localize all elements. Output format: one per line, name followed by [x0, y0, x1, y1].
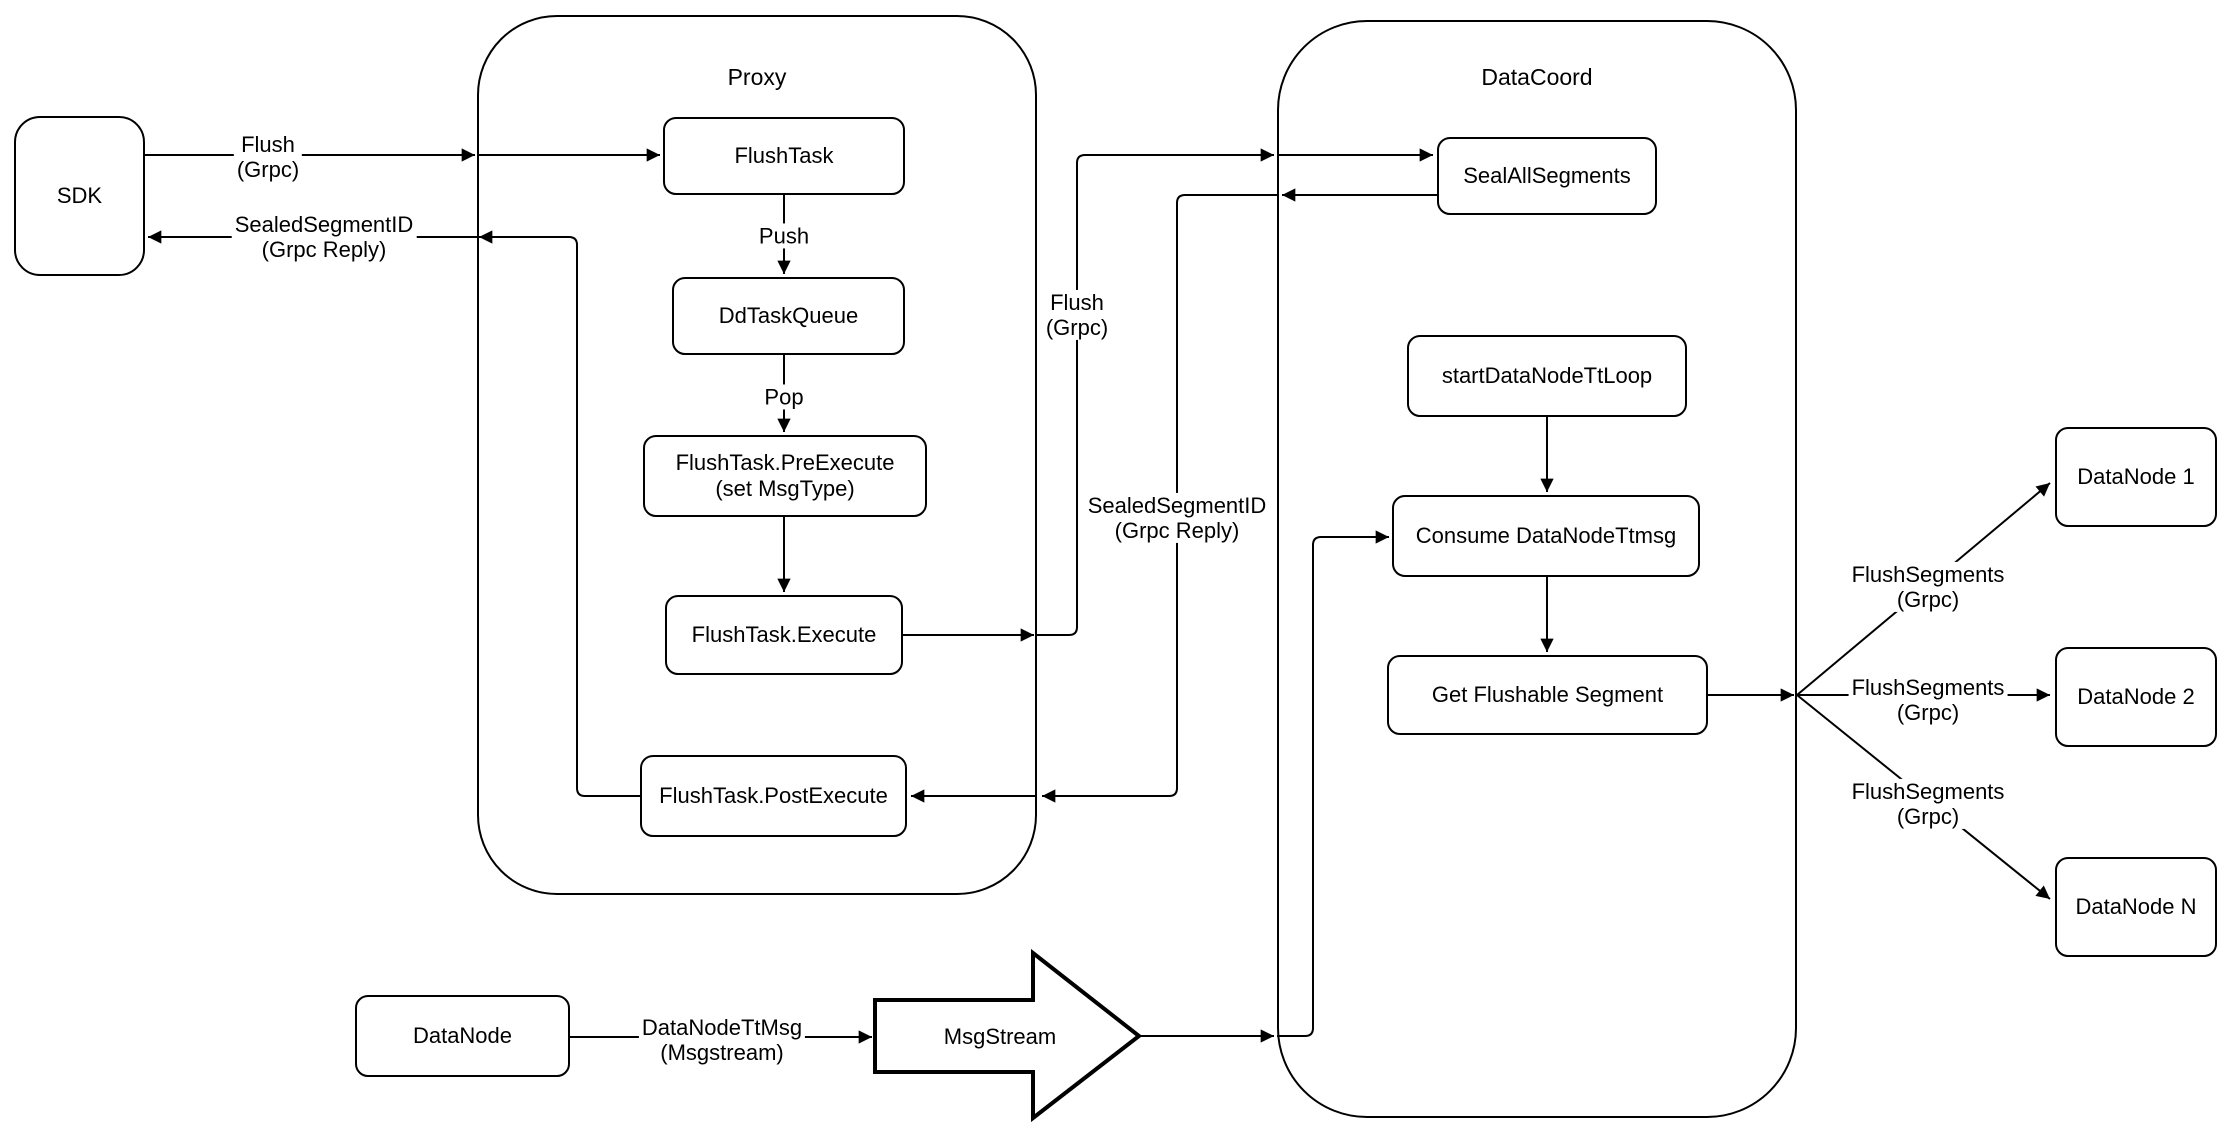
proxy-container-title: Proxy — [727, 64, 787, 90]
node-dd-task-queue: DdTaskQueue — [672, 277, 905, 355]
node-get-flushable-segment: Get Flushable Segment — [1387, 655, 1708, 735]
node-data-node-label: DataNode — [412, 1023, 513, 1049]
edge-label-data-node-tt-msg-line2: (Msgstream) — [660, 1040, 784, 1065]
node-consume-data-node-ttmsg: Consume DataNodeTtmsg — [1392, 495, 1700, 577]
node-execute-label: FlushTask.Execute — [691, 622, 877, 648]
node-get-flushable-segment-label: Get Flushable Segment — [1431, 682, 1664, 708]
edge-label-flush-sdk-line2: (Grpc) — [236, 157, 300, 182]
node-execute: FlushTask.Execute — [665, 595, 903, 675]
edge-label-flush-datacoord-line1: Flush — [1050, 289, 1104, 315]
edge-label-flush-segments-3: FlushSegments (Grpc) — [1848, 778, 2008, 830]
edge-label-flush-datacoord-line2: (Grpc) — [1045, 315, 1109, 340]
node-consume-data-node-ttmsg-label: Consume DataNodeTtmsg — [1415, 523, 1677, 549]
edge-label-flush-segments-2-line2: (Grpc) — [1896, 700, 1960, 725]
edge-label-sealed-segment-datacoord-line2: (Grpc Reply) — [1114, 518, 1240, 543]
edge-label-flush-segments-1-line1: FlushSegments — [1851, 561, 2005, 587]
node-sdk: SDK — [14, 116, 145, 276]
edge-label-push-line1: Push — [758, 223, 810, 249]
datacoord-container-title: DataCoord — [1481, 64, 1593, 90]
node-pre-execute: FlushTask.PreExecute (set MsgType) — [643, 435, 927, 517]
node-post-execute: FlushTask.PostExecute — [640, 755, 907, 837]
edge-label-flush-segments-2: FlushSegments (Grpc) — [1848, 674, 2008, 726]
msgstream-arrow-shape — [873, 948, 1143, 1123]
node-flush-task-label: FlushTask — [734, 143, 834, 169]
node-post-execute-label: FlushTask.PostExecute — [659, 783, 888, 809]
edge-label-flush-segments-3-line1: FlushSegments — [1851, 778, 2005, 804]
edge-label-flush-sdk-line1: Flush — [241, 131, 295, 157]
edge-label-sealed-segment-sdk-line2: (Grpc Reply) — [261, 237, 387, 262]
datacoord-container — [1277, 20, 1797, 1118]
node-data-node-2-label: DataNode 2 — [2077, 684, 2195, 710]
node-sdk-label: SDK — [56, 183, 103, 209]
edge-label-pop-line1: Pop — [764, 384, 804, 410]
proxy-container — [477, 15, 1037, 895]
edge-label-sealed-segment-sdk: SealedSegmentID (Grpc Reply) — [231, 211, 417, 263]
edge-label-flush-segments-3-line2: (Grpc) — [1896, 804, 1960, 829]
edge-msgstream-to-consume — [1277, 530, 1389, 1037]
edge-label-flush-segments-1-line2: (Grpc) — [1896, 587, 1960, 612]
node-start-data-node-tt-loop: startDataNodeTtLoop — [1407, 335, 1687, 417]
node-seal-all-segments: SealAllSegments — [1437, 137, 1657, 215]
edge-label-data-node-tt-msg: DataNodeTtMsg (Msgstream) — [638, 1014, 806, 1066]
edge-label-flush-segments-1: FlushSegments (Grpc) — [1848, 561, 2008, 613]
node-start-data-node-tt-loop-label: startDataNodeTtLoop — [1441, 363, 1653, 389]
edge-flush-proxy-to-datacoord — [1037, 148, 1274, 636]
node-dd-task-queue-label: DdTaskQueue — [718, 303, 859, 329]
edge-label-sealed-segment-sdk-line1: SealedSegmentID — [234, 211, 414, 237]
edge-label-sealed-segment-datacoord-line1: SealedSegmentID — [1087, 492, 1267, 518]
node-data-node-n-label: DataNode N — [2075, 894, 2197, 920]
edge-label-flush-datacoord: Flush (Grpc) — [1042, 289, 1112, 341]
node-data-node-2: DataNode 2 — [2055, 647, 2217, 747]
edge-label-sealed-segment-datacoord: SealedSegmentID (Grpc Reply) — [1084, 492, 1270, 544]
edge-label-flush-sdk: Flush (Grpc) — [233, 131, 303, 183]
edge-label-flush-segments-2-line1: FlushSegments — [1851, 674, 2005, 700]
edge-sealedsegment-postexecute-to-proxy — [479, 230, 640, 797]
node-seal-all-segments-label: SealAllSegments — [1463, 163, 1631, 189]
node-data-node-n: DataNode N — [2055, 857, 2217, 957]
msgstream-label: MsgStream — [943, 1024, 1057, 1049]
edge-label-push: Push — [755, 223, 813, 249]
edge-label-data-node-tt-msg-line1: DataNodeTtMsg — [641, 1014, 803, 1040]
node-data-node-1-label: DataNode 1 — [2077, 464, 2195, 490]
node-data-node: DataNode — [355, 995, 570, 1077]
node-flush-task: FlushTask — [663, 117, 905, 195]
node-pre-execute-label-line2: (set MsgType) — [715, 476, 855, 501]
node-pre-execute-label-line1: FlushTask.PreExecute — [675, 450, 895, 476]
edge-label-pop: Pop — [761, 384, 807, 410]
node-data-node-1: DataNode 1 — [2055, 427, 2217, 527]
